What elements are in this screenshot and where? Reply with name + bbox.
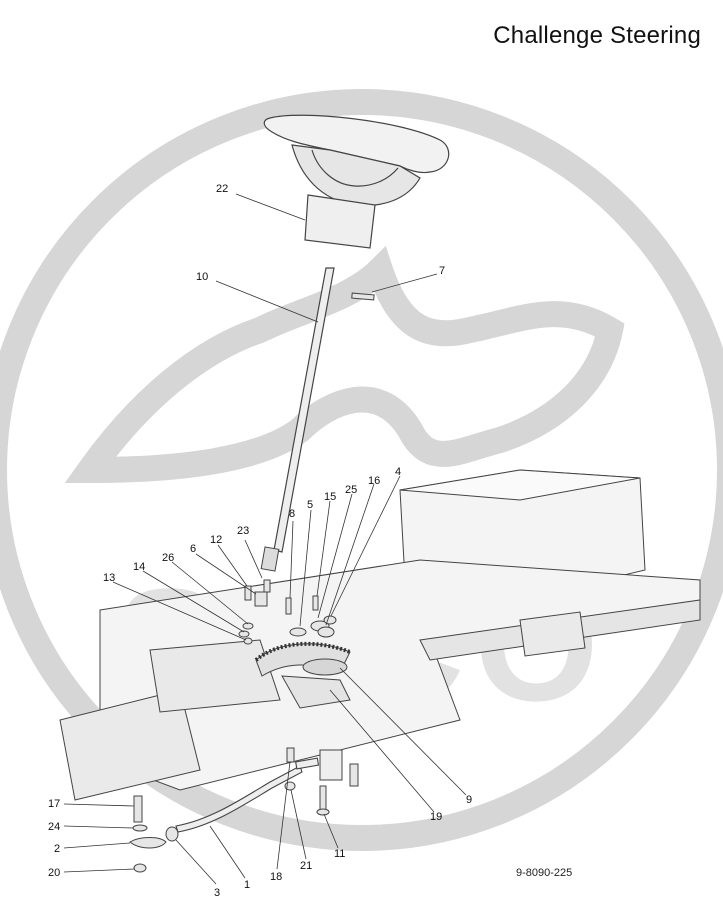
part-number-labels: 22 10 7 23 8 5 25 16 15 4 12 6 26 14 13 … <box>48 183 472 899</box>
watermark-rabbit-shape <box>64 245 625 484</box>
watermark-logo <box>0 89 723 851</box>
part-label-16: 16 <box>368 475 380 487</box>
roll-pin-part <box>351 292 375 301</box>
sector-gear <box>254 641 351 677</box>
tractor-frame <box>59 469 701 801</box>
part-label-9: 9 <box>466 794 472 806</box>
part-label-1: 1 <box>244 879 250 891</box>
part-label-3: 3 <box>214 887 220 899</box>
part-label-12: 12 <box>210 534 222 546</box>
part-label-14: 14 <box>133 561 145 573</box>
part-label-25: 25 <box>345 484 357 496</box>
part-label-18: 18 <box>270 871 282 883</box>
part-label-2: 2 <box>54 843 60 855</box>
bushing-16 <box>317 626 335 638</box>
part-label-17: 17 <box>48 798 60 810</box>
nut-4 <box>323 615 337 625</box>
bolt-17 <box>133 795 143 823</box>
steering-arm-plate <box>281 675 351 709</box>
bushing-6 <box>254 591 268 607</box>
drawing-code: 9-8090-225 <box>516 867 572 879</box>
bolt-12 <box>244 585 252 601</box>
column-cover-part <box>304 194 376 249</box>
part-label-19: 19 <box>430 811 442 823</box>
bracket-part <box>319 749 343 781</box>
washer-14 <box>238 630 250 638</box>
part-label-13: 13 <box>103 572 115 584</box>
part-label-22: 22 <box>216 183 228 195</box>
part-label-5: 5 <box>307 499 313 511</box>
part-label-10: 10 <box>196 271 208 283</box>
part-label-26: 26 <box>162 552 174 564</box>
steering-wheel <box>263 114 450 207</box>
part-label-4: 4 <box>395 466 401 478</box>
part-label-8: 8 <box>289 508 295 520</box>
part-label-6: 6 <box>190 543 196 555</box>
washer-24 <box>132 824 148 832</box>
bolt-23 <box>263 579 271 593</box>
lower-hardware <box>129 747 359 873</box>
part-label-7: 7 <box>439 265 445 277</box>
washer-5 <box>289 627 307 637</box>
nut-13 <box>243 637 253 645</box>
nut-20 <box>133 863 147 873</box>
ball-joint-2 <box>129 837 167 849</box>
part-label-21: 21 <box>300 860 312 872</box>
bolt-15 <box>312 595 319 611</box>
part-label-24: 24 <box>48 821 60 833</box>
pinion-gear-part <box>260 546 280 572</box>
page-title: Challenge Steering <box>493 22 701 49</box>
watermark-ring <box>0 89 723 851</box>
part-label-15: 15 <box>324 491 336 503</box>
part-label-23: 23 <box>237 525 249 537</box>
nut-3 <box>165 826 179 842</box>
bolt-11 <box>319 785 327 811</box>
steering-shaft-part <box>273 267 335 553</box>
part-label-20: 20 <box>48 867 60 879</box>
hub-hardware <box>238 579 337 645</box>
washer-26 <box>242 622 254 630</box>
bolt-18 <box>286 747 295 763</box>
part-label-11: 11 <box>334 848 345 860</box>
leader-lines <box>63 193 467 885</box>
bolt-8 <box>285 597 292 615</box>
drag-link <box>175 757 320 833</box>
